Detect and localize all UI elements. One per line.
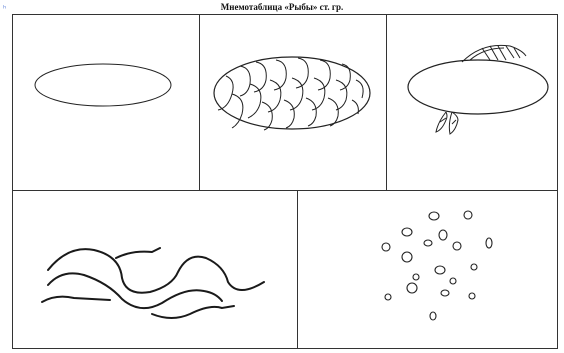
cell-oval — [35, 64, 171, 106]
scales-icon — [218, 58, 363, 130]
cell-fish-body-scales — [214, 57, 370, 130]
bubble — [385, 294, 391, 300]
bubble — [430, 312, 436, 320]
wave-line-1 — [48, 249, 264, 293]
wave-line-3 — [48, 273, 222, 308]
bubble — [439, 230, 447, 240]
bubble — [402, 252, 412, 262]
cell-waves — [42, 248, 264, 318]
wave-line-5 — [152, 306, 234, 318]
bubble — [464, 211, 472, 219]
oval-shape — [35, 64, 171, 106]
bubble — [453, 242, 461, 250]
bubble — [450, 278, 456, 284]
bubble — [382, 243, 390, 251]
ventral-fin-icon — [436, 112, 458, 134]
bubble — [429, 212, 439, 220]
bubble — [469, 293, 475, 299]
bubble — [441, 290, 449, 296]
cell-bubbles — [382, 211, 492, 320]
bubble — [486, 238, 492, 248]
bubble — [424, 240, 432, 246]
wave-line-2 — [116, 248, 160, 258]
bubble — [435, 266, 445, 274]
bubble — [407, 283, 417, 293]
cell-fish-fins — [408, 45, 548, 134]
wave-line-4 — [42, 297, 110, 302]
bubble — [402, 228, 412, 236]
bubble — [471, 264, 477, 270]
fish-body-oval — [408, 60, 548, 114]
bubble — [413, 274, 419, 280]
